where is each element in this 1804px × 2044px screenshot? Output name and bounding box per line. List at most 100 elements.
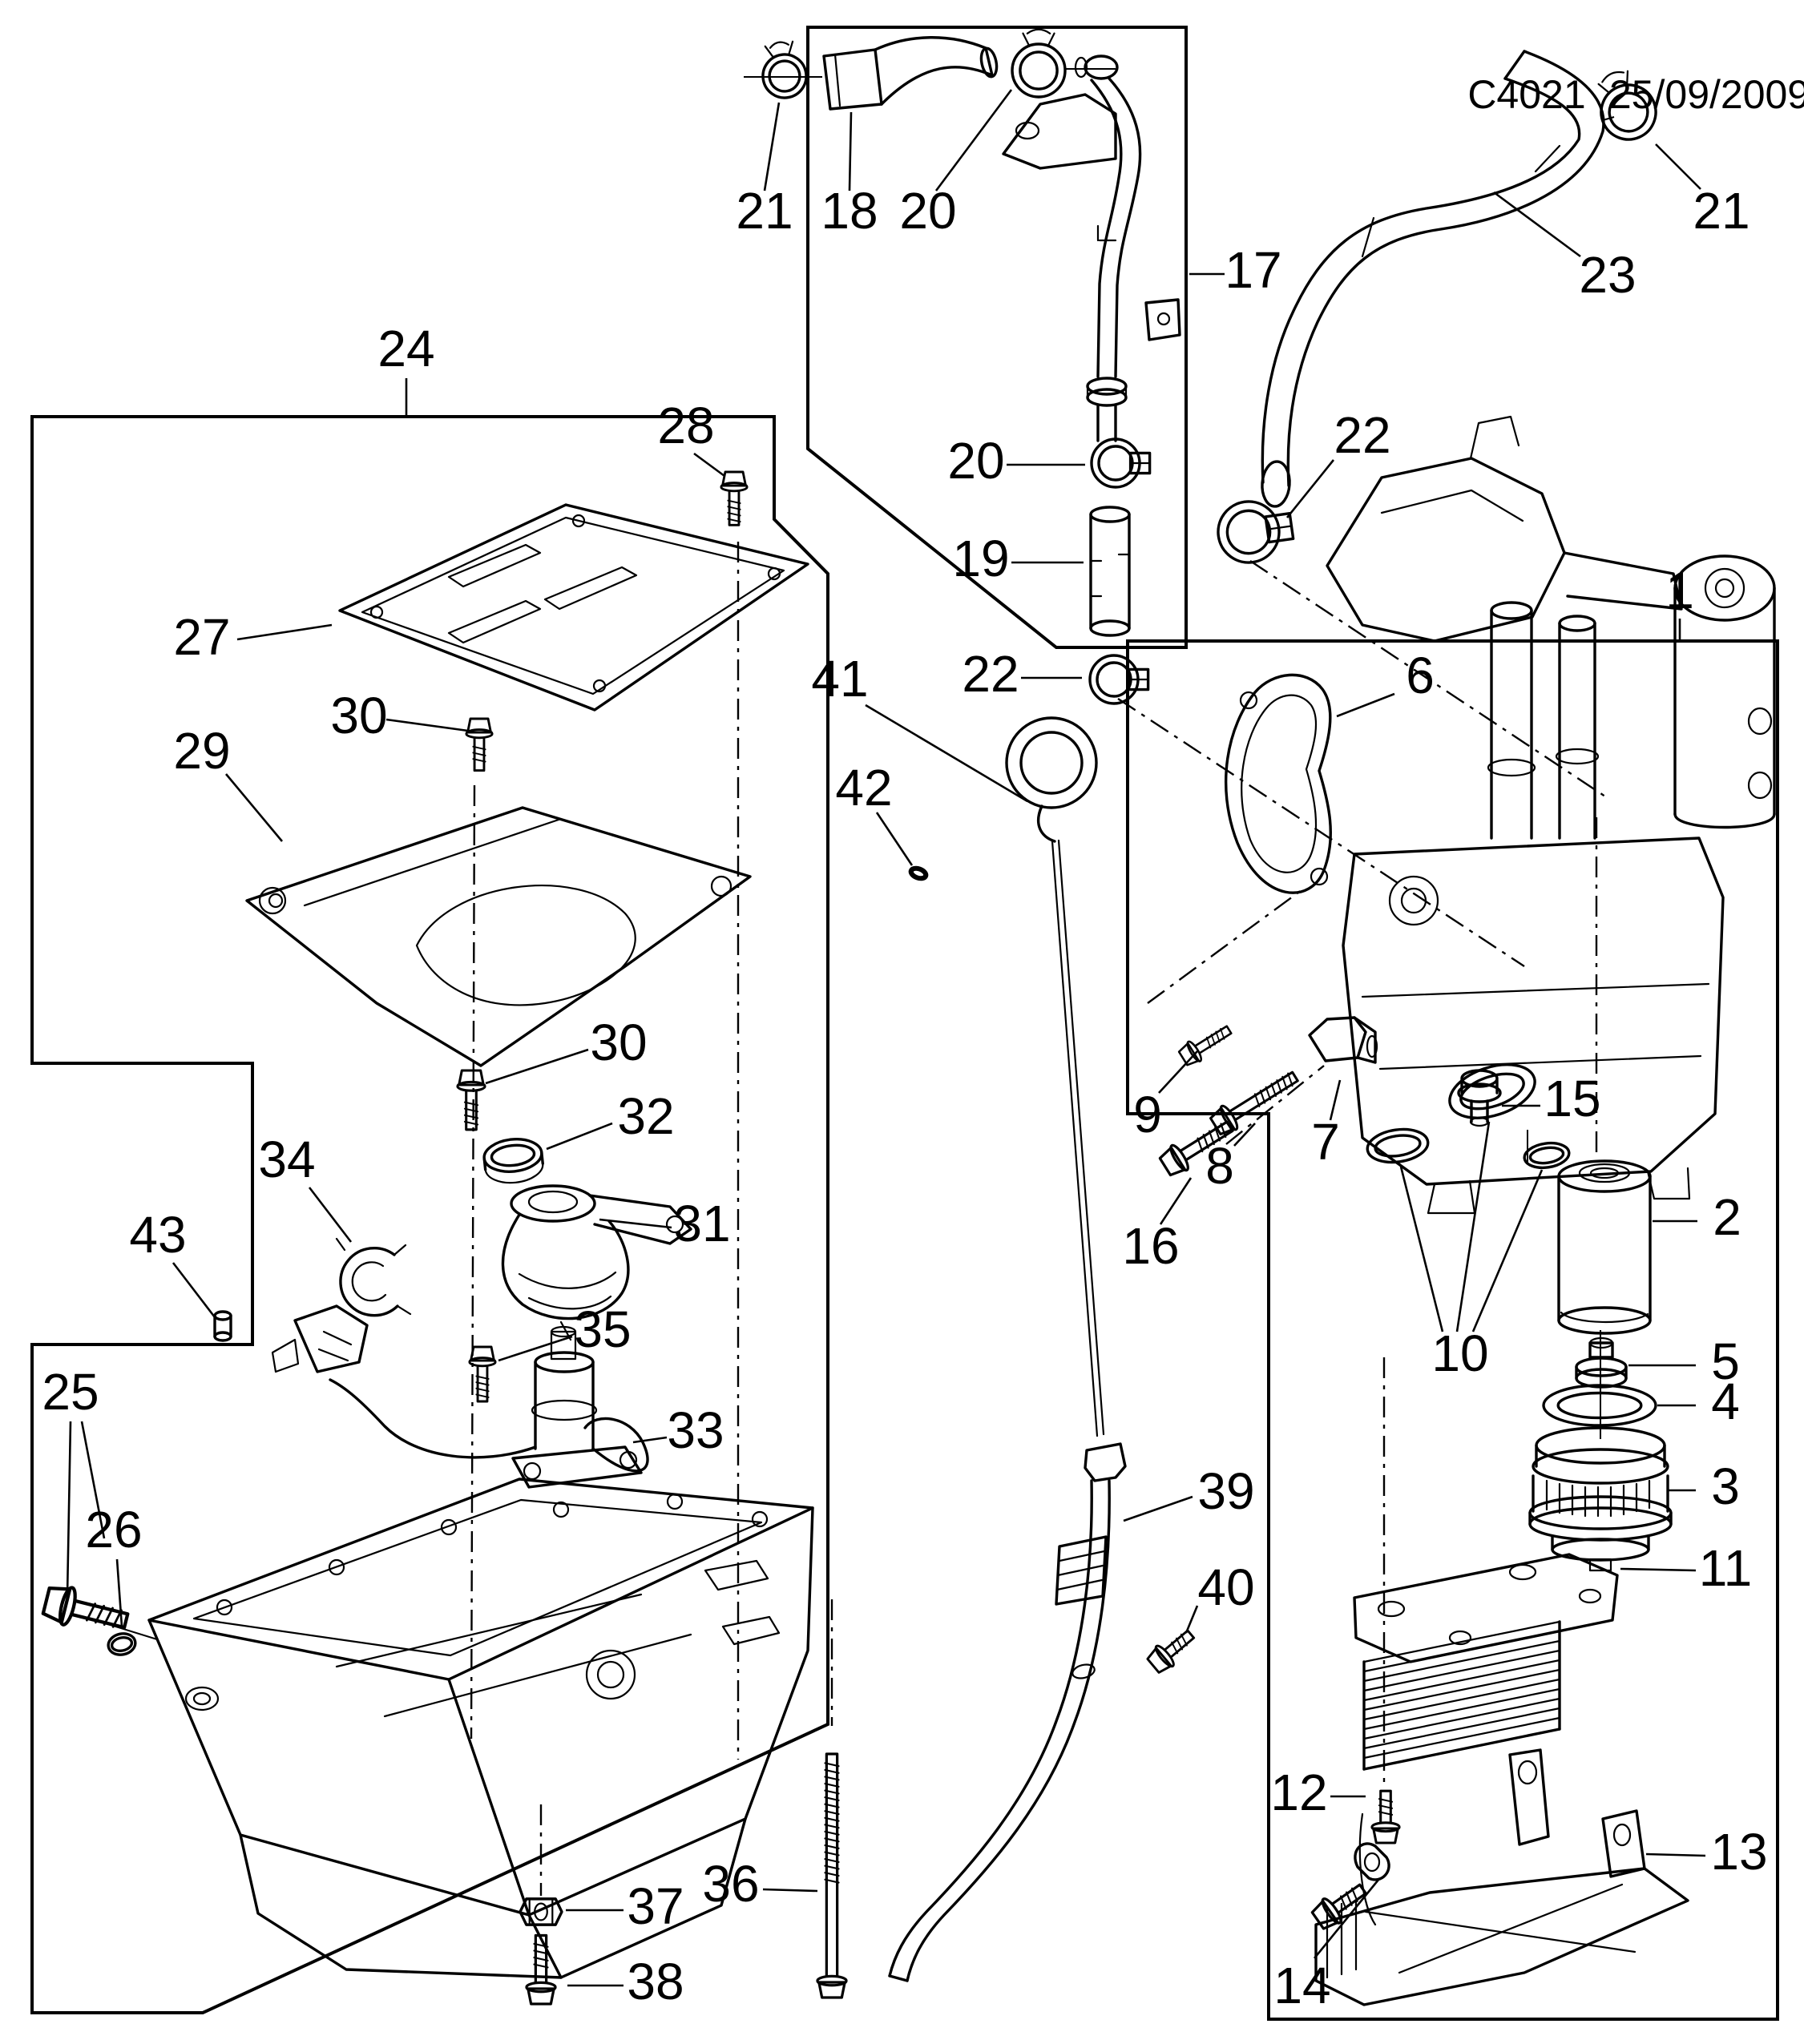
seal-10c-drawing [1523,1141,1571,1170]
drawing-date: 25/09/2009 [1609,72,1804,117]
callout-36: 36 [702,1855,759,1913]
gasket-10b-drawing [1448,1063,1536,1119]
callout-31: 31 [673,1195,730,1252]
cooler-11-drawing [1353,1553,1619,1771]
clamp-20b-drawing [1090,437,1152,489]
seal-10a-drawing [1366,1127,1430,1164]
callout-2: 2 [1713,1188,1741,1246]
callout-9: 9 [1133,1086,1162,1143]
callout-1: 1 [1665,562,1694,619]
callout-10-leader [1455,1121,1491,1332]
callout-11: 11 [1699,1539,1752,1597]
callout-39: 39 [1197,1462,1254,1520]
callout-30a-leader [385,718,469,732]
group-leader-lines [66,89,1706,1987]
callout-22b-leader [1285,459,1335,518]
hose-18-drawing [822,36,999,111]
callout-33-leader [632,1436,668,1444]
centerline [1117,697,1525,968]
pipe-17-drawing [1002,54,1181,442]
callout-22b: 22 [1334,406,1390,464]
callout-26: 26 [85,1501,142,1558]
callout-4: 4 [1711,1373,1740,1430]
callout-38: 38 [627,1953,684,2010]
callout-41: 41 [811,650,868,708]
callout-40: 40 [1197,1558,1254,1616]
callout-18-leader [848,111,853,191]
callout-34: 34 [258,1131,315,1188]
callout-10-leader [1471,1169,1544,1332]
callout-8: 8 [1205,1137,1234,1195]
callout-25-leader [66,1421,72,1597]
callout-29-leader [225,773,283,842]
callout-3: 3 [1711,1457,1740,1515]
callout-25-leader [80,1421,106,1539]
callout-35: 35 [574,1300,631,1358]
callout-27: 27 [173,608,230,666]
hose-23-drawing [1261,50,1605,508]
callout-37: 37 [627,1877,684,1935]
callout-24: 24 [377,320,434,377]
callout-32: 32 [617,1087,674,1145]
callout-18: 18 [821,182,878,240]
bolt-8-drawing [1209,1070,1299,1135]
callout-35-leader [498,1335,573,1362]
centerline [1249,560,1608,799]
callout-6: 6 [1406,647,1435,704]
callout-13: 13 [1710,1823,1767,1881]
group-hardware [41,28,1657,2006]
bolt-12-drawing [1370,1789,1401,1844]
callout-33: 33 [667,1401,724,1459]
hose-assembly-box-17 [806,26,1188,649]
callout-31-leader [599,1218,672,1229]
callout-21b-leader [1655,143,1701,190]
callout-42: 42 [835,759,892,816]
callout-9-leader [1158,1050,1198,1094]
callout-16: 16 [1122,1217,1179,1275]
valve-7-drawing [1308,1016,1378,1064]
washer-26-drawing [107,1632,137,1656]
clamp-21b-drawing [1597,70,1657,141]
callout-22a: 22 [962,645,1019,703]
callout-21b: 21 [1693,182,1750,240]
callout-30a: 30 [330,687,387,744]
callout-14-leader [1313,1879,1380,1959]
callout-28-leader [693,452,725,478]
callout-10: 10 [1431,1324,1488,1382]
centerline [1147,887,1306,1004]
bolt-35-drawing [468,1345,497,1403]
callout-6-leader [1336,692,1395,718]
oring-42-drawing [908,865,929,881]
callout-28: 28 [657,397,714,454]
tube-39-drawing [888,1442,1127,1982]
callout-27-leader [236,623,333,641]
bolt-14-drawing [1310,1883,1367,1930]
tray-29-drawing [245,806,752,1067]
pin-43-drawing [213,1310,232,1342]
callout-19: 19 [952,530,1009,587]
filter-2-drawing [1557,1159,1652,1335]
stud-36-drawing [816,1752,848,1999]
callout-40-leader [1185,1605,1199,1634]
callout-30b: 30 [590,1014,647,1071]
clamp-22b-drawing [1217,500,1295,564]
pickup-31-drawing [501,1184,692,1341]
bolt-38-drawing [525,1933,557,2006]
callout-11-leader [1620,1567,1697,1572]
diagram-artwork [147,36,1776,2006]
eclip-34-drawing [335,1237,412,1317]
callout-29: 29 [173,722,230,780]
callout-21a: 21 [736,182,793,240]
callout-17: 17 [1225,241,1281,299]
callout-25: 25 [42,1363,99,1421]
callout-16-leader [1159,1177,1193,1225]
solenoid-33-drawing [271,1304,649,1489]
clamp-22a-drawing [1088,654,1150,705]
nut-37-drawing [519,1897,563,1926]
clamp-21a-drawing [761,40,808,99]
callout-34-leader [308,1187,353,1243]
baffle-27-drawing [338,503,809,712]
clamp-20a-drawing [1011,28,1067,99]
